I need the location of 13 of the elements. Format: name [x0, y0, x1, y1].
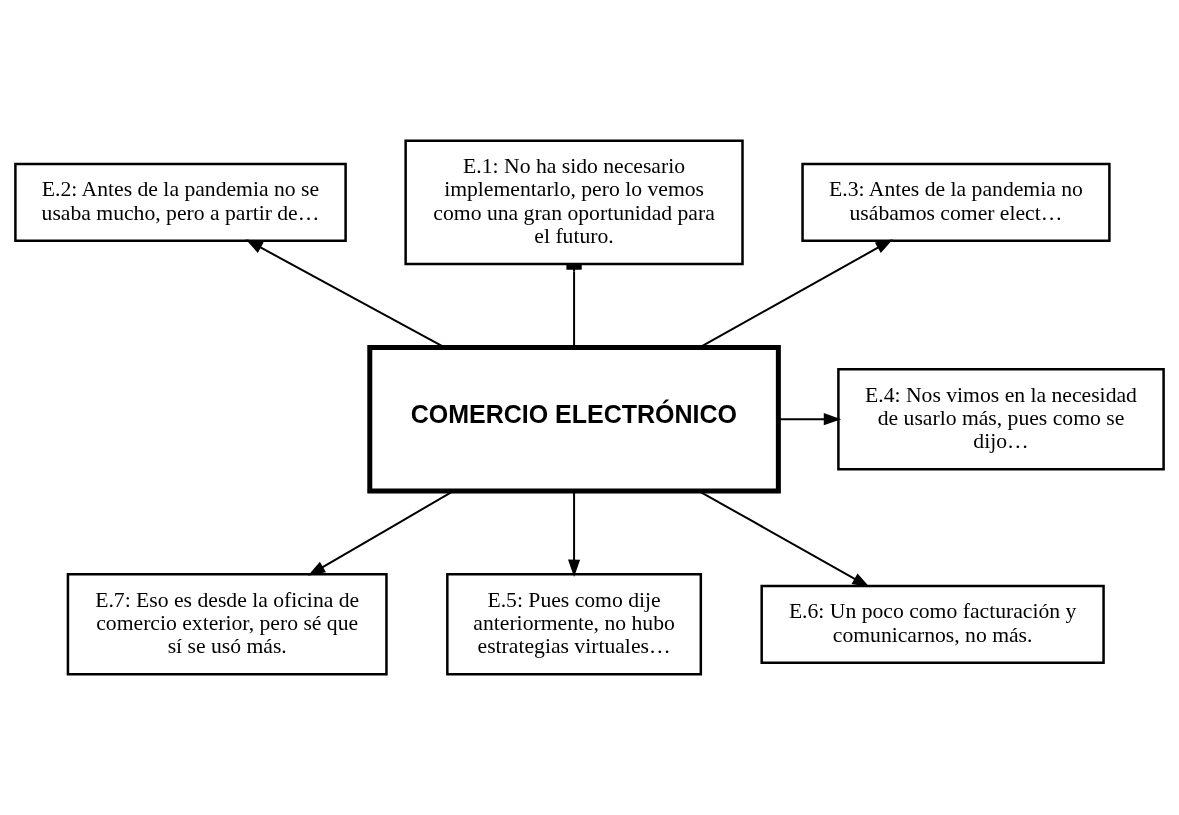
connector: [566, 263, 582, 348]
node-box: COMERCIO ELECTRÓNICO: [367, 344, 781, 494]
node-box: E.4: Nos vimos en la necesidad de usarlo más, pues como se dijo…: [837, 367, 1165, 471]
arrow: [307, 490, 455, 576]
arrow: [697, 490, 870, 588]
node-box: E.1: No ha sido necesario implementarlo, pero lo vemos como una gran oportunidad para el futuro.: [404, 139, 744, 266]
arrow: [568, 490, 581, 577]
node-box: E.5: Pues como dije anteriormente, no hubo estrategias virtuales…: [446, 573, 703, 676]
node-box: E.7: Eso es desde la oficina de comercio exterior, pero sé que sí se usó más.: [66, 573, 388, 676]
node-box: E.6: Un poco como facturación y comunicarnos, no más.: [760, 584, 1105, 664]
node-box: E.2: Antes de la pandemia no se usaba mucho, pero a partir de…: [14, 162, 347, 242]
arrow: [778, 413, 842, 426]
node-box: E.3: Antes de la pandemia no usábamos comer elect…: [801, 162, 1111, 242]
